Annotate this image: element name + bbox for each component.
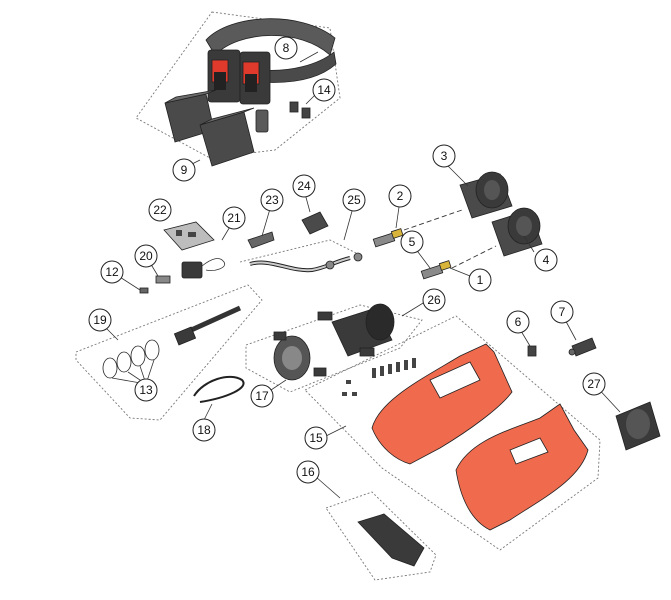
svg-text:2: 2 xyxy=(397,189,404,203)
seal-rings-13 xyxy=(102,339,160,379)
end-cap-3 xyxy=(459,171,513,219)
cover-group-outline xyxy=(325,491,437,581)
hose-group-outline xyxy=(239,239,361,263)
svg-text:9: 9 xyxy=(181,163,188,177)
battery-belt xyxy=(205,18,337,105)
callout-8: 8 xyxy=(274,36,298,60)
callout-17: 17 xyxy=(250,384,274,408)
callout-6: 6 xyxy=(506,310,530,334)
svg-text:23: 23 xyxy=(265,193,279,207)
svg-text:18: 18 xyxy=(197,423,211,437)
svg-text:3: 3 xyxy=(441,149,448,163)
end-cap-27 xyxy=(615,401,661,451)
callout-22: 22 xyxy=(148,198,172,222)
callout-21: 21 xyxy=(222,206,246,230)
callout-15: 15 xyxy=(304,426,328,450)
svg-text:13: 13 xyxy=(139,383,153,397)
callout-5: 5 xyxy=(400,230,424,254)
belt-assembly-outline xyxy=(135,11,341,159)
battery-pack-pouches xyxy=(164,89,269,167)
svg-text:14: 14 xyxy=(317,83,331,97)
housing-group-outline xyxy=(304,315,601,551)
fitting-2 xyxy=(372,228,404,248)
lever-7 xyxy=(568,337,597,357)
callout-9: 9 xyxy=(172,158,196,182)
housing-left-15 xyxy=(371,343,513,465)
clip-24 xyxy=(301,211,329,235)
cover-16 xyxy=(357,513,425,567)
connector-20 xyxy=(155,275,171,284)
clip-6 xyxy=(527,345,537,357)
callout-4: 4 xyxy=(534,248,558,272)
svg-text:5: 5 xyxy=(409,235,416,249)
circuit-board-22 xyxy=(163,221,215,251)
axis-line-upper xyxy=(403,209,463,231)
svg-text:12: 12 xyxy=(105,265,119,279)
callout-24: 24 xyxy=(292,174,316,198)
svg-text:21: 21 xyxy=(227,211,241,225)
svg-text:27: 27 xyxy=(587,377,601,391)
callout-20: 20 xyxy=(134,244,158,268)
callout-27: 27 xyxy=(582,372,606,396)
callout-1: 1 xyxy=(468,268,492,292)
screw-12 xyxy=(139,287,149,294)
fan-17 xyxy=(273,331,327,381)
axis-line-lower xyxy=(451,245,497,269)
housing-right-15 xyxy=(455,403,589,531)
callout-23: 23 xyxy=(260,188,284,212)
svg-text:1: 1 xyxy=(477,273,484,287)
fitting-1 xyxy=(420,260,452,280)
screws-row xyxy=(342,358,416,396)
clips-part-14 xyxy=(289,101,311,119)
svg-text:24: 24 xyxy=(297,179,311,193)
seal-group-outline xyxy=(75,284,263,421)
callout-14: 14 xyxy=(312,78,336,102)
callout-26: 26 xyxy=(422,288,446,312)
switch-21 xyxy=(181,258,226,279)
callout-7: 7 xyxy=(550,300,574,324)
svg-text:6: 6 xyxy=(515,315,522,329)
shaft-25 xyxy=(249,252,363,273)
callout-13: 13 xyxy=(134,378,158,402)
svg-text:8: 8 xyxy=(283,41,290,55)
callout-2: 2 xyxy=(388,184,412,208)
motor-group-outline xyxy=(245,304,423,393)
svg-text:26: 26 xyxy=(427,293,441,307)
svg-text:17: 17 xyxy=(255,389,269,403)
svg-text:19: 19 xyxy=(93,313,107,327)
svg-text:25: 25 xyxy=(347,193,361,207)
cable-19 xyxy=(173,305,242,346)
svg-text:20: 20 xyxy=(139,249,153,263)
callout-25: 25 xyxy=(342,188,366,212)
svg-text:15: 15 xyxy=(309,431,323,445)
svg-text:7: 7 xyxy=(559,305,566,319)
motor-26 xyxy=(317,303,395,357)
callout-18: 18 xyxy=(192,418,216,442)
end-cap-4 xyxy=(491,207,543,257)
bracket-23 xyxy=(247,231,275,249)
callout-19: 19 xyxy=(88,308,112,332)
svg-text:16: 16 xyxy=(301,465,315,479)
svg-text:4: 4 xyxy=(543,253,550,267)
callout-12: 12 xyxy=(100,260,124,284)
callout-3: 3 xyxy=(432,144,456,168)
callout-16: 16 xyxy=(296,460,320,484)
wire-loop-18 xyxy=(193,375,245,403)
svg-text:22: 22 xyxy=(153,203,167,217)
